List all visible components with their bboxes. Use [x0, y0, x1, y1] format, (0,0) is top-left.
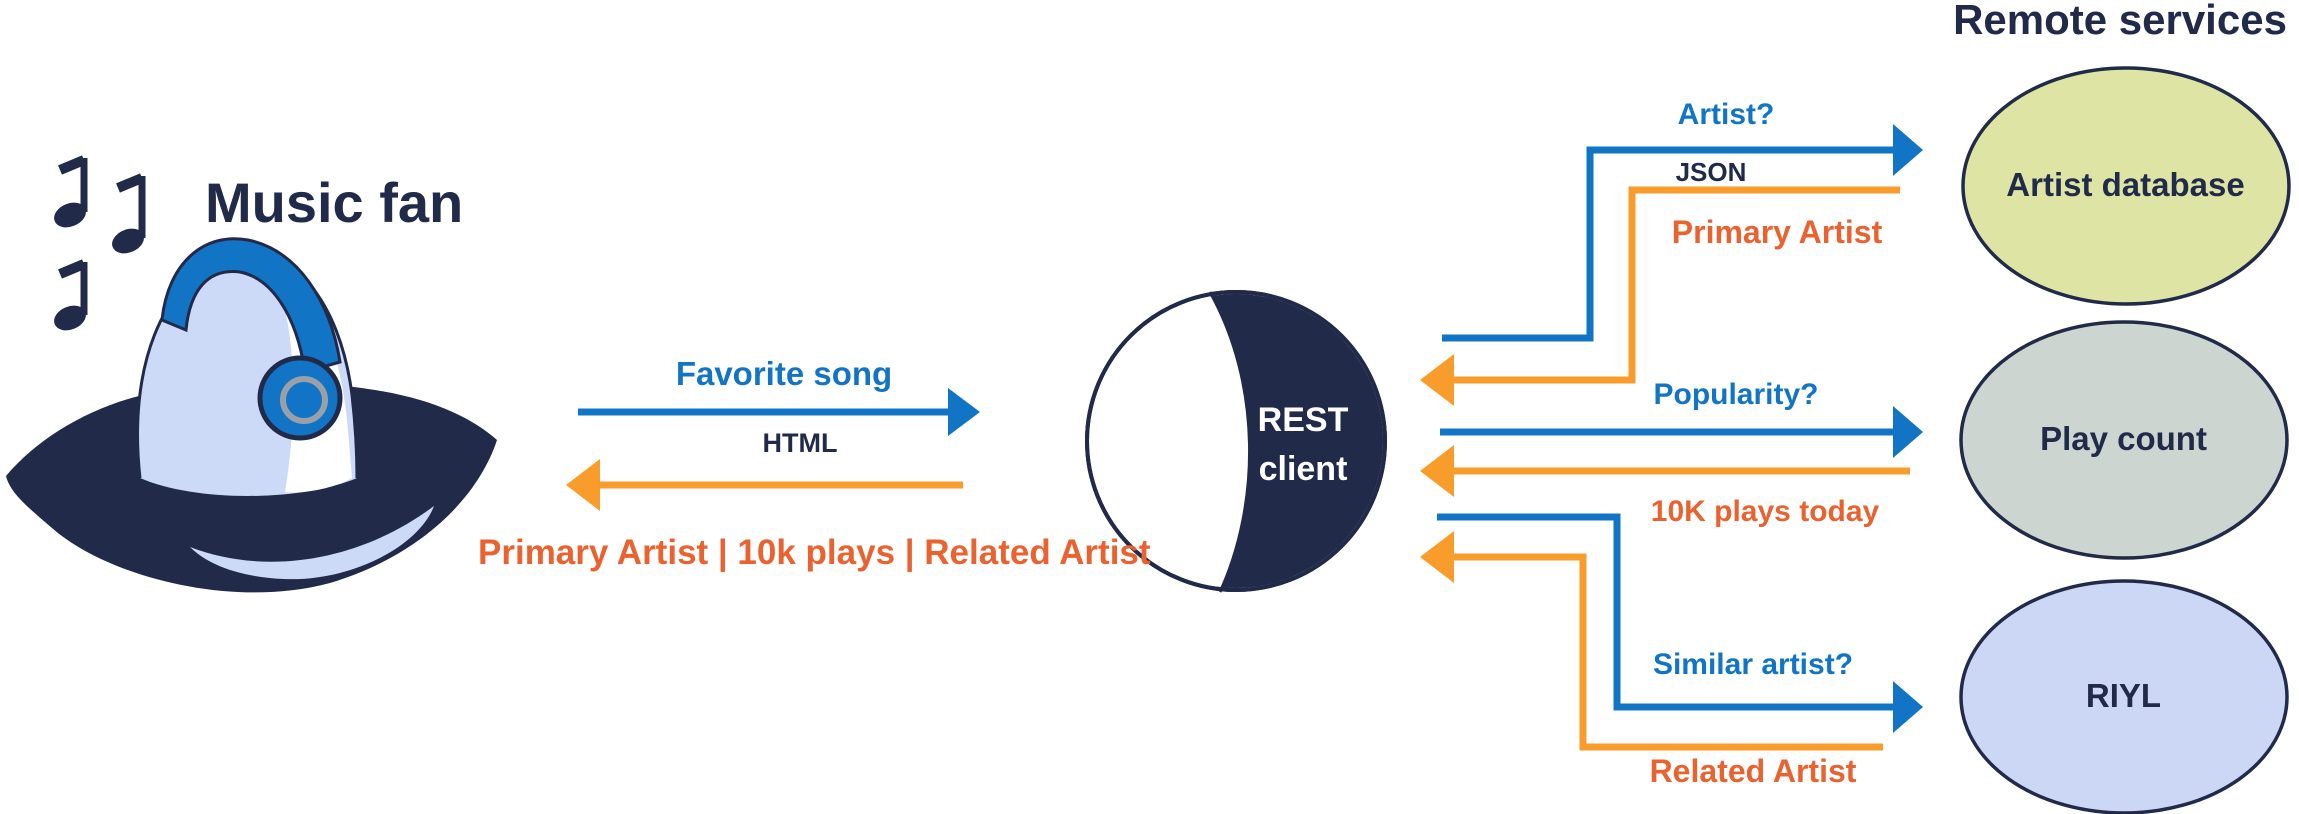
html-format-label: HTML: [762, 428, 838, 458]
popularity-request-label: Popularity?: [1653, 378, 1819, 411]
music-note-icon: [54, 259, 88, 331]
artist-request-arrow: [1442, 124, 1923, 342]
beanbag-highlight: [190, 506, 434, 580]
favorite-song-arrow: [578, 388, 980, 436]
music-note-icon: [54, 155, 88, 228]
rest-client-label-line2: client: [1258, 450, 1348, 488]
play-count-label: Play count: [2040, 420, 2207, 457]
remote-services-title: Remote services: [1953, 0, 2287, 43]
combined-response-label: Primary Artist | 10k plays | Related Art…: [478, 533, 1151, 572]
service-node-play-count: [1959, 320, 2289, 560]
riyl-label: RIYL: [2085, 677, 2162, 714]
similar-artist-response-arrow: [1420, 531, 1883, 751]
similar-artist-request-arrow: [1437, 513, 1923, 733]
popularity-response-arrow: [1420, 445, 1910, 497]
rest-client-label: REST client: [1243, 396, 1363, 494]
popularity-response-label: 10K plays today: [1650, 495, 1880, 528]
service-node-riyl: [1959, 579, 2289, 814]
music-note-icon: [112, 173, 146, 254]
music-fan-title: Music fan: [205, 171, 464, 234]
music-fan-illustration: [6, 155, 497, 593]
headphone-earcup-icon: [257, 355, 343, 441]
headphone-earcup-ring: [280, 376, 328, 424]
rest-client-dark-half: [1210, 294, 1383, 588]
artist-request-label: Artist?: [1677, 98, 1775, 131]
popularity-request-arrow: [1440, 406, 1923, 458]
rest-client-label-line1: REST: [1257, 401, 1349, 439]
json-format-label: JSON: [1675, 157, 1747, 187]
favorite-song-label: Favorite song: [675, 355, 893, 392]
service-node-artist-database: [1961, 66, 2291, 306]
rest-client-node: [1085, 290, 1387, 593]
artist-response-label: Primary Artist: [1671, 214, 1883, 250]
artist-database-label: Artist database: [2006, 166, 2245, 203]
headphone-band-icon: [160, 237, 342, 374]
combined-response-arrow: [566, 459, 963, 511]
similar-artist-request-label: Similar artist?: [1652, 648, 1854, 681]
artist-response-arrow: [1420, 186, 1900, 406]
similar-artist-response-label: Related Artist: [1649, 753, 1857, 789]
